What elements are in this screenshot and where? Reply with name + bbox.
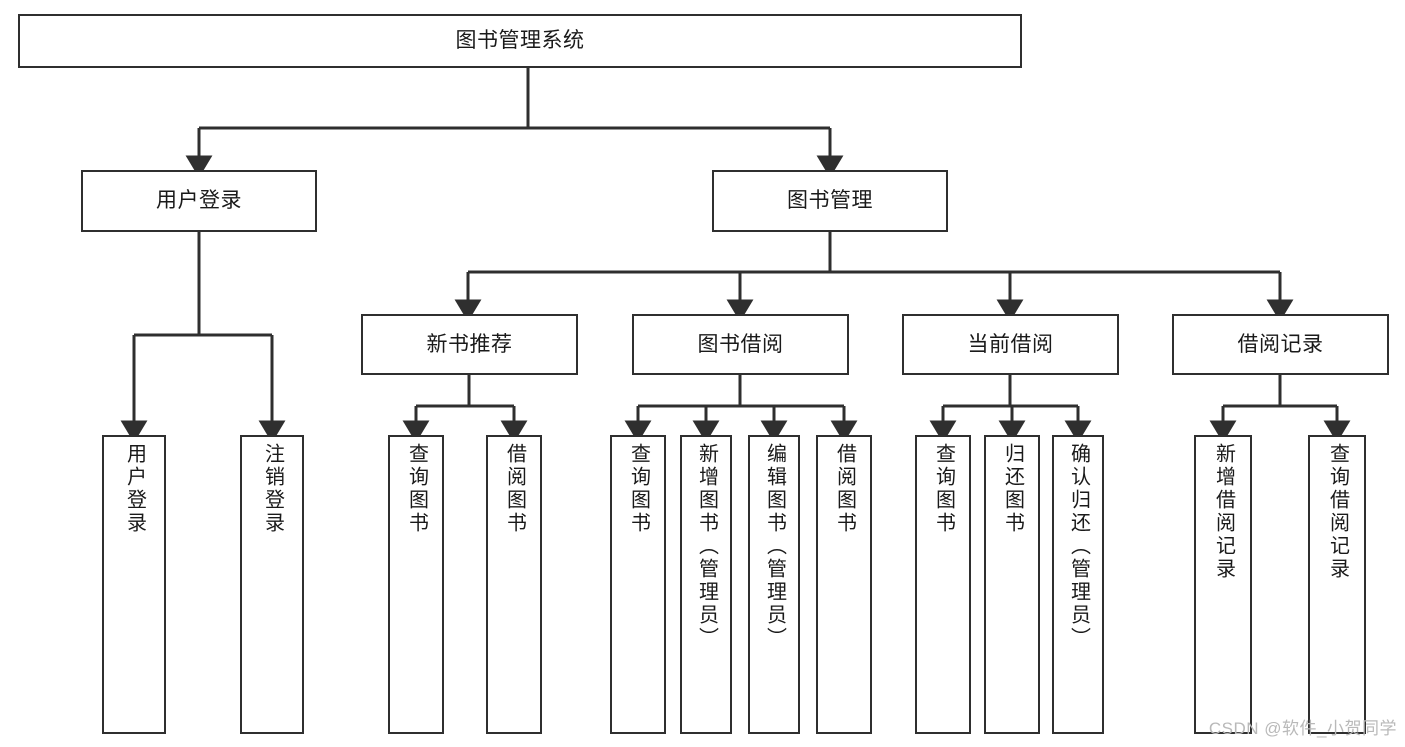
node-current-borrow[interactable]: 当前借阅 xyxy=(902,314,1119,375)
node-leaf-edit-book-label: 编辑图书（管理员） xyxy=(763,443,786,650)
node-borrow-record[interactable]: 借阅记录 xyxy=(1172,314,1389,375)
node-book-manage[interactable]: 图书管理 xyxy=(712,170,948,232)
node-leaf-add-record-label: 新增借阅记录 xyxy=(1212,443,1235,581)
node-leaf-user-login-label: 用户登录 xyxy=(123,443,146,535)
node-leaf-add-book[interactable]: 新增图书（管理员） xyxy=(680,435,732,734)
node-leaf-add-book-label: 新增图书（管理员） xyxy=(695,443,718,650)
node-leaf-confirm-return[interactable]: 确认归还（管理员） xyxy=(1052,435,1104,734)
node-leaf-edit-book[interactable]: 编辑图书（管理员） xyxy=(748,435,800,734)
node-leaf-query-book-3[interactable]: 查询图书 xyxy=(915,435,971,734)
node-current-borrow-label: 当前借阅 xyxy=(967,332,1054,356)
node-leaf-return-book[interactable]: 归还图书 xyxy=(984,435,1040,734)
node-leaf-user-login[interactable]: 用户登录 xyxy=(102,435,166,734)
node-leaf-query-book-1-label: 查询图书 xyxy=(405,443,428,535)
node-leaf-query-record[interactable]: 查询借阅记录 xyxy=(1308,435,1366,734)
node-leaf-query-book-1[interactable]: 查询图书 xyxy=(388,435,444,734)
node-book-borrow[interactable]: 图书借阅 xyxy=(632,314,849,375)
node-leaf-borrow-book-1-label: 借阅图书 xyxy=(503,443,526,535)
node-leaf-logout-login-label: 注销登录 xyxy=(261,443,284,535)
node-new-book-recommend-label: 新书推荐 xyxy=(426,332,513,356)
node-leaf-return-book-label: 归还图书 xyxy=(1001,443,1024,535)
csdn-watermark: CSDN @软件_小贺同学 xyxy=(1208,719,1397,738)
node-leaf-logout-login[interactable]: 注销登录 xyxy=(240,435,304,734)
node-root[interactable]: 图书管理系统 xyxy=(18,14,1022,68)
node-leaf-borrow-book-2-label: 借阅图书 xyxy=(833,443,856,535)
node-leaf-add-record[interactable]: 新增借阅记录 xyxy=(1194,435,1252,734)
node-leaf-borrow-book-2[interactable]: 借阅图书 xyxy=(816,435,872,734)
node-leaf-confirm-return-label: 确认归还（管理员） xyxy=(1067,443,1090,650)
node-new-book-recommend[interactable]: 新书推荐 xyxy=(361,314,578,375)
node-leaf-borrow-book-1[interactable]: 借阅图书 xyxy=(486,435,542,734)
node-leaf-query-book-2-label: 查询图书 xyxy=(627,443,650,535)
node-book-manage-label: 图书管理 xyxy=(787,189,873,213)
node-leaf-query-record-label: 查询借阅记录 xyxy=(1326,443,1349,581)
node-user-login[interactable]: 用户登录 xyxy=(81,170,317,232)
node-user-login-label: 用户登录 xyxy=(156,189,242,213)
node-borrow-record-label: 借阅记录 xyxy=(1237,332,1324,356)
node-root-label: 图书管理系统 xyxy=(455,29,585,53)
node-book-borrow-label: 图书借阅 xyxy=(697,332,784,356)
node-leaf-query-book-3-label: 查询图书 xyxy=(932,443,955,535)
node-leaf-query-book-2[interactable]: 查询图书 xyxy=(610,435,666,734)
